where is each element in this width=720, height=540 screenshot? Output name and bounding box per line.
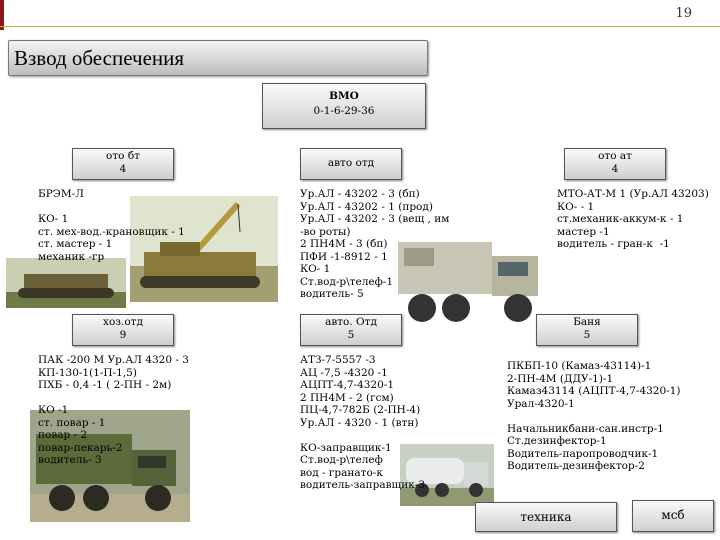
hoz-otd-title: хоз.отд	[103, 316, 143, 328]
avto-otd2-box: авто. Отд 5	[300, 314, 402, 346]
vmo-title: ВМО	[329, 90, 359, 102]
oto-at-title: ото ат	[598, 150, 632, 162]
brem-crane-image	[130, 196, 278, 302]
tanker-truck-image	[400, 444, 494, 506]
brem-text: БРЭМ-Л КО- 1 ст. мех-вод.-крановщик - 1 …	[38, 188, 185, 263]
avto-otd-box: авто отд	[300, 148, 402, 180]
avto-otd2-number: 5	[347, 329, 355, 341]
page-title: Взвод обеспечения	[14, 46, 185, 70]
title-banner	[8, 40, 428, 76]
avto-vehicle-list: Ур.АЛ - 43202 - 3 (бп) Ур.АЛ - 43202 - 1…	[300, 188, 450, 300]
tehnika-button-label: техника	[520, 510, 572, 524]
banya-title: Баня	[573, 316, 601, 328]
hoz-otd-number: 9	[119, 329, 127, 341]
oto-bt-number: 4	[119, 163, 127, 175]
vmo-box: ВМО 0-1-6-29-36	[262, 83, 426, 129]
ural-truck-image	[394, 226, 552, 328]
azt-list: АТЗ-7-5557 -3 АЦ -7,5 -4320 -1 АЦПТ-4,7-…	[300, 354, 426, 491]
oto-bt-box: ото бт 4	[72, 148, 174, 180]
msb-button-label: мсб	[661, 508, 685, 522]
avto-otd2-title: авто. Отд	[325, 316, 377, 328]
oto-bt-title: ото бт	[106, 150, 140, 162]
msb-button[interactable]: мсб	[632, 500, 714, 532]
hoz-list: ПАК -200 М Ур.АЛ 4320 - 3 КП-130-1(1-П-1…	[38, 354, 189, 466]
vmo-numbers: 0-1-6-29-36	[313, 105, 375, 117]
avto-otd-title: авто отд	[327, 157, 375, 169]
brem-tank-image	[6, 258, 126, 308]
hoz-otd-box: хоз.отд 9	[72, 314, 174, 346]
page-number: 19	[675, 6, 692, 21]
oto-at-number: 4	[611, 163, 619, 175]
mto-text: МТО-АТ-М 1 (Ур.АЛ 43203) КО- - 1 ст.меха…	[557, 188, 709, 250]
tehnika-button[interactable]: техника	[475, 502, 617, 532]
banya-list: ПКБП-10 (Камаз-43114)-1 2-ПН-4М (ДДУ-1)-…	[507, 360, 681, 472]
hoz-truck-image	[30, 410, 190, 522]
slide-accent-mark	[0, 0, 4, 30]
oto-at-box: ото ат 4	[564, 148, 666, 180]
banya-number: 5	[583, 329, 591, 341]
header-rule	[0, 26, 720, 27]
banya-box: Баня 5	[536, 314, 638, 346]
